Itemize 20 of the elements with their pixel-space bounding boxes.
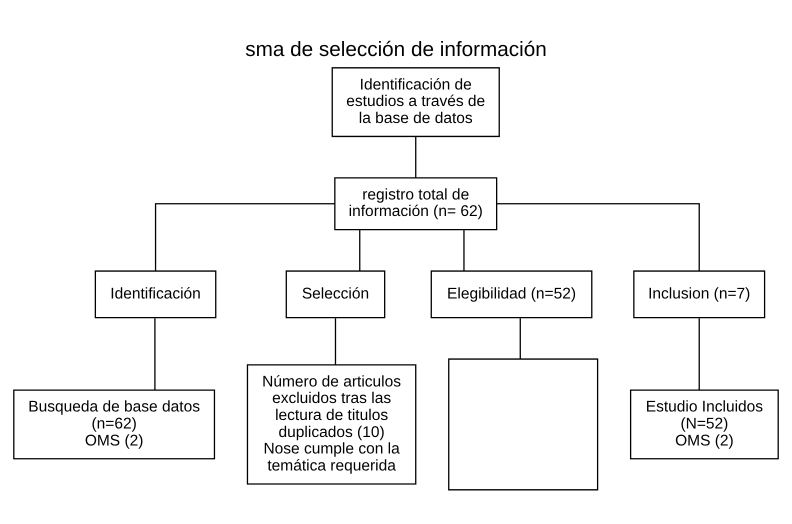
connector <box>334 318 336 364</box>
connector <box>415 136 416 178</box>
node-box: Elegibilidad (n=52) <box>430 270 592 318</box>
node-box: Inclusion (n=7) <box>633 270 766 318</box>
node-box: Busqueda de base datos (n=62) OMS (2) <box>13 390 216 460</box>
connector <box>359 230 360 271</box>
connector <box>154 203 334 272</box>
connector <box>698 318 700 390</box>
connector <box>520 318 521 359</box>
node-box: Identificación <box>94 270 216 318</box>
node-box: Selección <box>286 270 386 318</box>
node-box: Identificación de estudios a través de la base de datos <box>332 67 500 138</box>
connector <box>496 203 700 272</box>
diagram-title: sma de selección de información <box>245 38 547 61</box>
connector <box>463 230 465 271</box>
node-box: registro total de información (n= 62) <box>334 177 498 230</box>
connector <box>154 318 156 390</box>
node-box: Estudio Incluidos (N=52) OMS (2) <box>630 390 779 460</box>
node-box: Número de articulos excluidos tras las lectura de titulos duplicados (10) Nose cumple con la temática requerida <box>246 364 416 485</box>
node-box <box>448 358 598 490</box>
